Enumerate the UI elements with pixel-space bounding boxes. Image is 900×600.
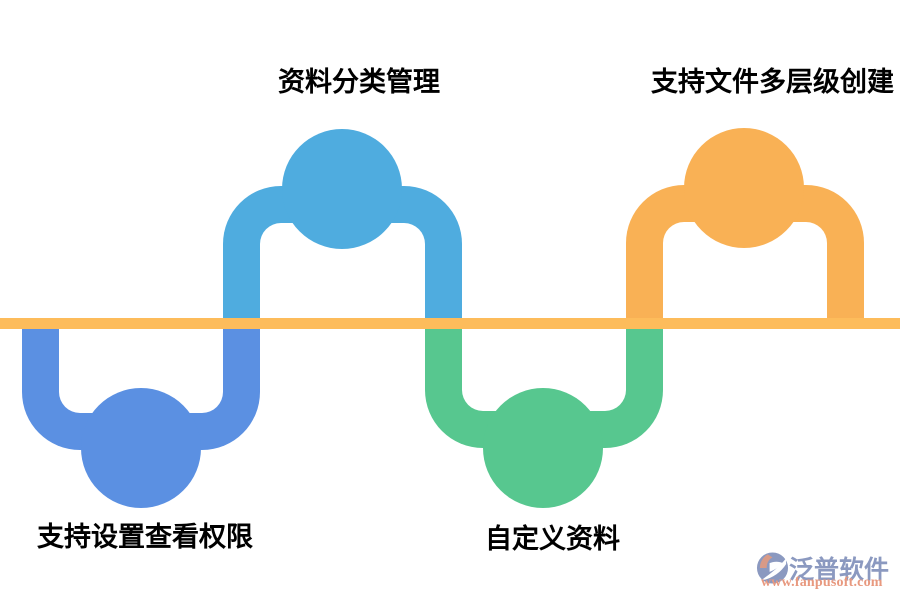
node-circle-permission <box>81 388 201 508</box>
baseline-divider <box>0 318 900 329</box>
brand-url: www.fanpusoft.com <box>761 575 883 590</box>
node-circle-multilevel <box>684 128 804 248</box>
node-circle-custom <box>483 388 603 508</box>
label-custom: 自定义资料 <box>485 524 620 554</box>
brand-watermark: 泛普软件 www.fanpusoft.com <box>752 549 892 595</box>
fanpu-logo-icon <box>756 552 789 584</box>
brand-name: 泛普软件 <box>789 556 890 584</box>
label-classify: 资料分类管理 <box>278 67 440 97</box>
node-circle-classify <box>282 129 402 249</box>
label-multilevel: 支持文件多层级创建 <box>651 67 894 97</box>
label-permission: 支持设置查看权限 <box>37 522 253 552</box>
